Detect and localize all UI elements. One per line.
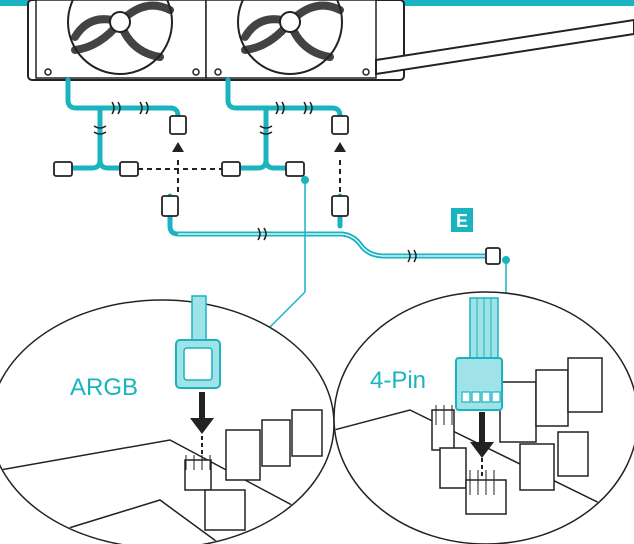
- argb-detail-bubble: ARGB: [0, 295, 335, 544]
- dashed-guides: [138, 160, 341, 196]
- plug-icon: [53, 115, 501, 265]
- arrow-down-icon: [470, 412, 494, 476]
- four-pin-label: 4-Pin: [370, 367, 426, 394]
- fan-icon: [67, 0, 174, 75]
- plug-icon: [175, 295, 221, 389]
- radiator-fan-assembly: [27, 0, 634, 81]
- label-marker-e: E: [451, 208, 473, 232]
- arrow-up-icon: [172, 142, 346, 152]
- fan-icon: [237, 0, 344, 75]
- cable-break-marks: [93, 101, 417, 263]
- argb-label: ARGB: [70, 374, 138, 401]
- fan2-cables: [225, 77, 343, 229]
- arrow-down-icon: [190, 392, 214, 454]
- four-pin-detail-bubble: 4-Pin: [333, 291, 634, 544]
- plug-icon: [455, 297, 503, 411]
- label-marker-e-text: E: [456, 211, 468, 231]
